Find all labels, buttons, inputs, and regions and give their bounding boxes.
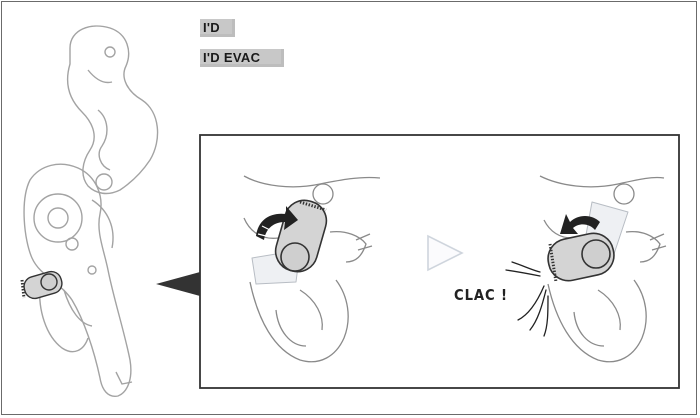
device-label-id-evac: I'D EVAC — [200, 49, 286, 67]
device-overview — [20, 25, 159, 397]
next-step-triangle-icon — [427, 234, 464, 272]
zoom-pointer-icon — [156, 272, 200, 296]
sound-lines — [505, 261, 549, 337]
curved-arrow-clockwise-icon — [256, 206, 298, 240]
sound-effect-label: CLAC ! — [454, 286, 508, 304]
device-label-id: I'D — [200, 19, 237, 37]
curved-arrow-counterclockwise-icon — [560, 214, 600, 234]
handle-closed — [547, 232, 615, 283]
